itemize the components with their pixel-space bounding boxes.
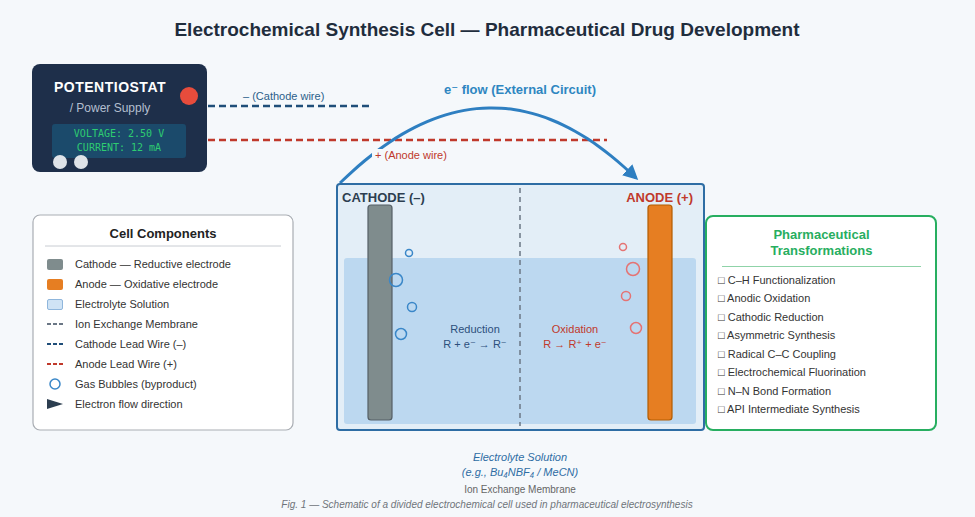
electrochemical-cell: CATHODE (–) ANODE (+) [336, 183, 705, 431]
panel-heading: Pharmaceutical Transformations [742, 227, 902, 266]
list-item: □ Electrochemical Fluorination [718, 363, 925, 382]
heading-rule [722, 266, 921, 267]
diagram-label: + (Anode wire) [372, 149, 450, 162]
legend-entry: Electrolyte Solution [47, 294, 231, 314]
node-text: / Power Supply [70, 101, 151, 115]
legend-entry: Ion Exchange Membrane [47, 314, 231, 334]
terminal-knob [53, 155, 67, 169]
diagram-label: R → R⁺ + e⁻ [543, 338, 606, 351]
legend-symbol [47, 338, 63, 350]
diagram-label: Cell Components [110, 226, 217, 242]
legend-symbol [47, 358, 63, 370]
legend-text: Anode Lead Wire (+) [75, 358, 177, 370]
legend-list: Cathode — Reductive electrodeAnode — Oxi… [47, 254, 231, 414]
cell-ground [337, 184, 704, 430]
diagram-label: Ion Exchange Membrane [464, 484, 576, 496]
potentiostat-box: POTENTIOSTAT / Power SupplyVOLTAGE: 2.50 … [32, 64, 207, 172]
display-screen [52, 124, 186, 158]
legend-text: Cathode Lead Wire (–) [75, 338, 186, 350]
figure-caption: Fig. 1 — Schematic of a divided electroc… [281, 499, 692, 511]
list-item: □ Asymmetric Synthesis [718, 326, 925, 345]
legend-symbol [47, 378, 63, 390]
cathode-electrode [368, 205, 392, 420]
node-text: ANODE (+) [626, 190, 693, 206]
legend-entry: Cathode Lead Wire (–) [47, 334, 231, 354]
potentiostat-body [32, 64, 207, 172]
terminal-knob [74, 155, 88, 169]
list-item: □ N–N Bond Formation [718, 382, 925, 401]
transformations-panel: Pharmaceutical Transformations □ C–H Func… [705, 215, 937, 431]
ion-exchange-membrane [519, 188, 521, 426]
legend-symbol [47, 318, 63, 330]
diagram-label: Reduction [450, 323, 500, 336]
legend-swatch [47, 259, 63, 270]
diagram-label: R + e⁻ → R⁻ [443, 338, 506, 351]
legend-box [33, 215, 293, 430]
list-item: □ C–H Functionalization [718, 271, 925, 290]
legend-symbol [47, 398, 63, 410]
electron-flow-arrow [340, 108, 636, 183]
legend-entry: Gas Bubbles (byproduct) [47, 374, 231, 394]
diagram-label: (e.g., Bu₄NBF₄ / MeCN) [462, 466, 578, 479]
legend-swatch [47, 279, 63, 290]
node-text: CURRENT: 12 mA [77, 142, 161, 154]
display-panel: VOLTAGE: 2.50 V CURRENT: 12 mA [52, 124, 186, 158]
diagram-label: – (Cathode wire) [240, 90, 327, 103]
cathode-wire [208, 105, 370, 108]
list-item: □ API Intermediate Synthesis [718, 400, 925, 419]
legend-text: Anode — Oxidative electrode [75, 278, 218, 290]
diagram-title: Electrochemical Synthesis Cell — Pharmac… [174, 19, 799, 42]
legend-rule [45, 246, 281, 247]
diagram-label: Electrolyte Solution [473, 451, 567, 464]
diagram-label: e⁻ flow (External Circuit) [441, 82, 599, 98]
legend-text: Cathode — Reductive electrode [75, 258, 231, 270]
legend-swatch [47, 299, 63, 310]
legend-entry: Anode Lead Wire (+) [47, 354, 231, 374]
anode-wire [208, 139, 607, 142]
list-item: □ Anodic Oxidation [718, 289, 925, 308]
legend-entry: Anode — Oxidative electrode [47, 274, 231, 294]
indicator-light [180, 87, 198, 105]
node-text: CATHODE (–) [342, 190, 425, 206]
legend-text: Ion Exchange Membrane [75, 318, 198, 330]
node-text: POTENTIOSTAT [54, 79, 166, 96]
legend-text: Electron flow direction [75, 398, 183, 410]
list-item: □ Cathodic Reduction [718, 308, 925, 327]
anode-electrode [648, 205, 672, 420]
list-item: □ Radical C–C Coupling [718, 345, 925, 364]
legend-text: Electrolyte Solution [75, 298, 169, 310]
diagram-label: Oxidation [552, 323, 598, 336]
legend-entry: Electron flow direction [47, 394, 231, 414]
cathode-bubbles [390, 250, 417, 340]
legend-entry: Cathode — Reductive electrode [47, 254, 231, 274]
anode-bubbles [620, 244, 642, 334]
legend-text: Gas Bubbles (byproduct) [75, 378, 197, 390]
node-text: VOLTAGE: 2.50 V [74, 128, 164, 140]
